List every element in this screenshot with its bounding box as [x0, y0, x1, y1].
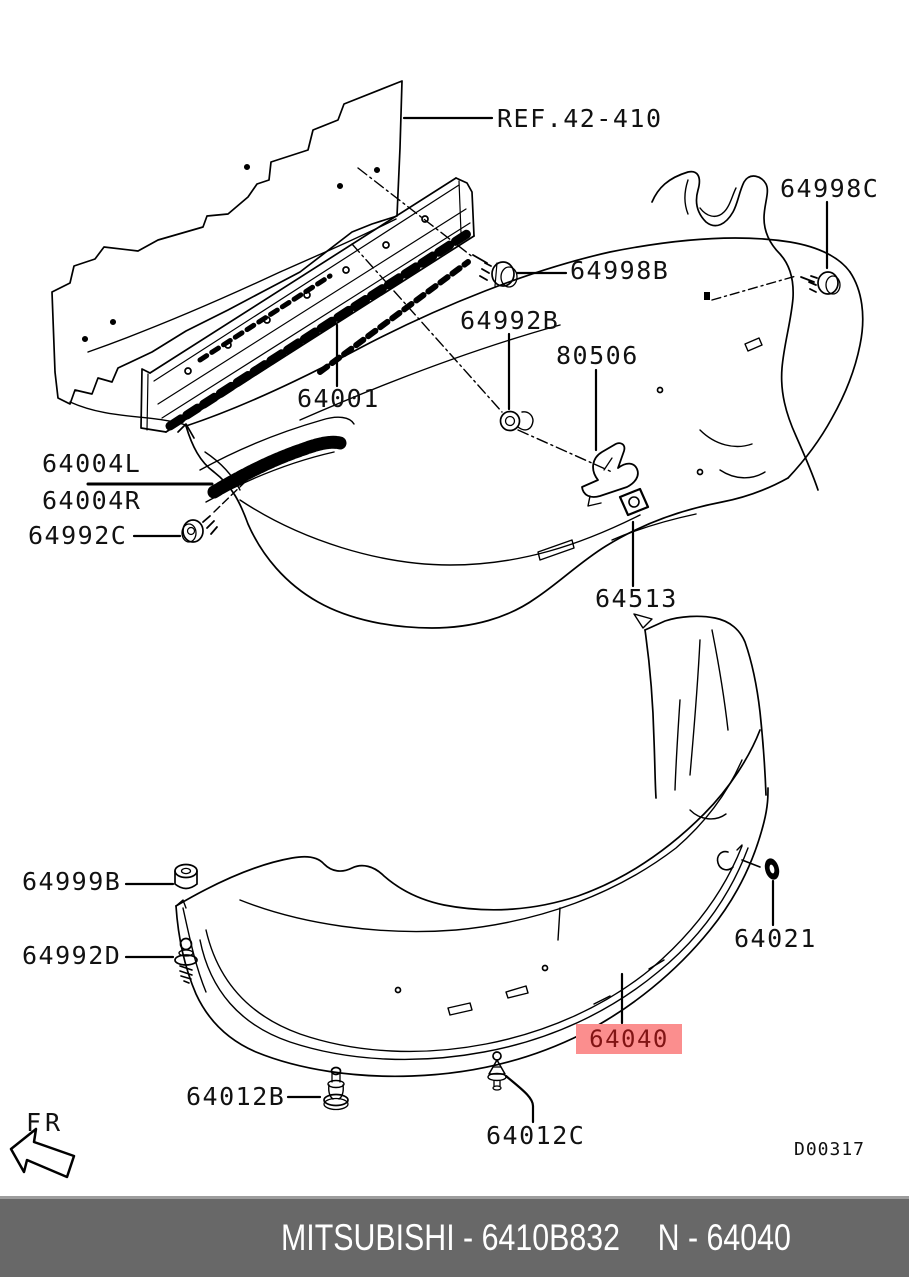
grommet-64992b-icon [499, 410, 534, 432]
clip-64513-icon [618, 487, 650, 517]
part-label-64998c[interactable]: 64998C [780, 174, 880, 203]
part-label-64004r[interactable]: 64004R [42, 486, 142, 515]
reinforcement-beam-64001-drawing [140, 177, 475, 433]
footer-brand-part-number: MITSUBISHI - 6410B832 [281, 1217, 620, 1258]
part-label-64012c[interactable]: 64012C [486, 1121, 586, 1150]
part-label-64012b[interactable]: 64012B [186, 1082, 286, 1111]
fr-indicator-label: FR [26, 1108, 65, 1137]
part-label-64021[interactable]: 64021 [734, 924, 817, 953]
part-label-64004l[interactable]: 64004L [42, 449, 142, 478]
highlighted-part-label-64040[interactable]: 64040 [576, 1024, 682, 1054]
bolt-64998b-icon [472, 254, 518, 288]
footer-catalog-reference: N - 64040 [657, 1217, 791, 1258]
part-label-64992c[interactable]: 64992C [28, 521, 128, 550]
screw-64992d-icon [174, 937, 198, 984]
part-label-64992b[interactable]: 64992B [460, 306, 560, 335]
bracket-80506-icon [581, 442, 639, 507]
rear-quarter-panel-drawing [651, 170, 819, 491]
footer-bar: MITSUBISHI - 6410B832 N - 64040 [0, 1196, 909, 1277]
bracket-64004-drawing [199, 416, 355, 503]
body-panel-drawing [51, 80, 403, 426]
part-label-64998b[interactable]: 64998B [570, 256, 670, 285]
grommet-64021-icon [764, 858, 780, 880]
rivet-64012b-icon [323, 1066, 349, 1111]
bumper-cover-64040-drawing [175, 613, 769, 1078]
nut-64999b-icon [174, 863, 198, 890]
part-label-64992d[interactable]: 64992D [22, 941, 122, 970]
ref-callout-42-410[interactable]: REF.42-410 [497, 104, 663, 133]
leader-lines-lower [124, 859, 775, 1124]
clip-64012c-icon [487, 1051, 507, 1091]
part-label-64999b[interactable]: 64999B [22, 867, 122, 896]
footer-text: MITSUBISHI - 6410B832 N - 64040 [281, 1217, 791, 1259]
leader-lines-upper [86, 116, 829, 588]
part-label-64513[interactable]: 64513 [595, 584, 678, 613]
bolt-64992c-icon [181, 515, 218, 543]
bumper-upper-piece-drawing [177, 237, 864, 629]
part-label-80506[interactable]: 80506 [556, 341, 639, 370]
part-label-64001[interactable]: 64001 [297, 384, 380, 413]
bolt-64998c-icon [800, 271, 841, 295]
fr-direction-arrow-icon [9, 1127, 76, 1179]
drawing-code-label: D00317 [794, 1139, 866, 1160]
